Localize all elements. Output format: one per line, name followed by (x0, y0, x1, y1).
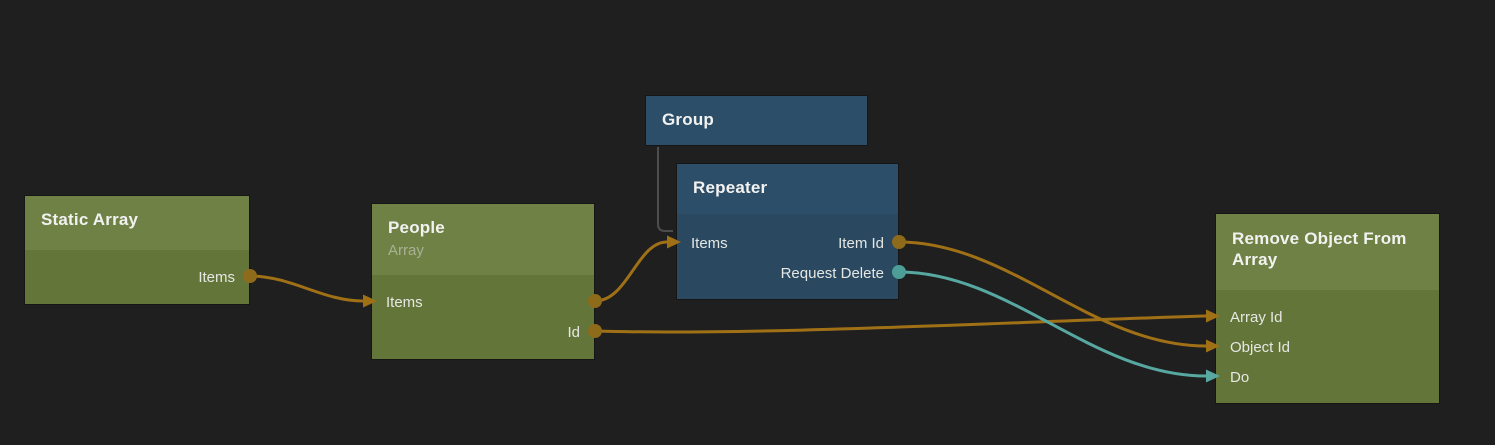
wire-repeater-item-id-to-remove-object-id[interactable] (897, 240, 1208, 348)
node-people-body: Items Id (372, 275, 594, 359)
port-dot-people-id[interactable] (588, 324, 602, 338)
port-row: Id (386, 317, 580, 347)
node-title: People (388, 218, 445, 237)
node-group[interactable]: Group (645, 95, 868, 146)
port-row: Array Id (1230, 302, 1425, 332)
port-row: Object Id (1230, 332, 1425, 362)
node-repeater-body: Items Item Id Request Delete (677, 214, 898, 299)
port-label-items-output[interactable]: Items (198, 268, 235, 286)
wire-people-id-to-remove-array-id[interactable] (593, 314, 1208, 334)
wire-repeater-request-delete-to-remove-do[interactable] (897, 270, 1208, 378)
node-remove-object-from-array[interactable]: Remove Object From Array Array Id Object… (1215, 213, 1440, 404)
hierarchy-line-group-repeater (657, 147, 673, 232)
node-people[interactable]: People Array Items Id (371, 203, 595, 360)
port-arrow-remove-array-id-input[interactable] (1206, 309, 1220, 323)
node-subtitle: Array (388, 242, 424, 259)
node-repeater[interactable]: Repeater Items Item Id Request Delete (676, 163, 899, 300)
port-label-array-id-input[interactable]: Array Id (1230, 308, 1283, 326)
node-remove-header[interactable]: Remove Object From Array (1216, 214, 1439, 290)
port-label-do-input[interactable]: Do (1230, 368, 1250, 386)
port-dot-repeater-request-delete[interactable] (892, 265, 906, 279)
node-static-array-header[interactable]: Static Array (25, 196, 249, 250)
node-people-header[interactable]: People Array (372, 204, 594, 275)
node-repeater-header[interactable]: Repeater (677, 164, 898, 214)
node-static-array-body: Items (25, 250, 249, 304)
port-arrow-people-items-input[interactable] (363, 294, 377, 308)
node-title: Static Array (41, 210, 139, 229)
port-arrow-repeater-items-input[interactable] (667, 235, 681, 249)
port-label-items-input[interactable]: Items (691, 234, 728, 252)
port-row: Items (386, 287, 580, 317)
port-label-item-id-output[interactable]: Item Id (838, 234, 884, 252)
port-label-request-delete-output[interactable]: Request Delete (780, 264, 884, 282)
port-row: Items (39, 262, 235, 292)
port-dot-repeater-item-id[interactable] (892, 235, 906, 249)
port-arrow-remove-object-id-input[interactable] (1206, 339, 1220, 353)
port-label-items[interactable]: Items (386, 293, 423, 311)
wire-static-items-to-people-items[interactable] (248, 274, 365, 303)
port-label-id-output[interactable]: Id (567, 323, 580, 341)
port-row: Request Delete (691, 258, 884, 288)
port-dot-people-items[interactable] (588, 294, 602, 308)
port-arrow-remove-do-input[interactable] (1206, 369, 1220, 383)
port-dot-static-array-items[interactable] (243, 269, 257, 283)
node-title: Repeater (693, 178, 768, 197)
port-label-object-id-input[interactable]: Object Id (1230, 338, 1291, 356)
node-title: Group (662, 110, 714, 129)
node-static-array[interactable]: Static Array Items (24, 195, 250, 305)
node-group-header[interactable]: Group (646, 96, 867, 145)
node-remove-body: Array Id Object Id Do (1216, 290, 1439, 403)
wire-people-items-to-repeater-items[interactable] (593, 240, 669, 303)
port-row: Items Item Id (691, 228, 884, 258)
port-row: Do (1230, 362, 1425, 392)
node-title: Remove Object From Array (1232, 229, 1407, 269)
